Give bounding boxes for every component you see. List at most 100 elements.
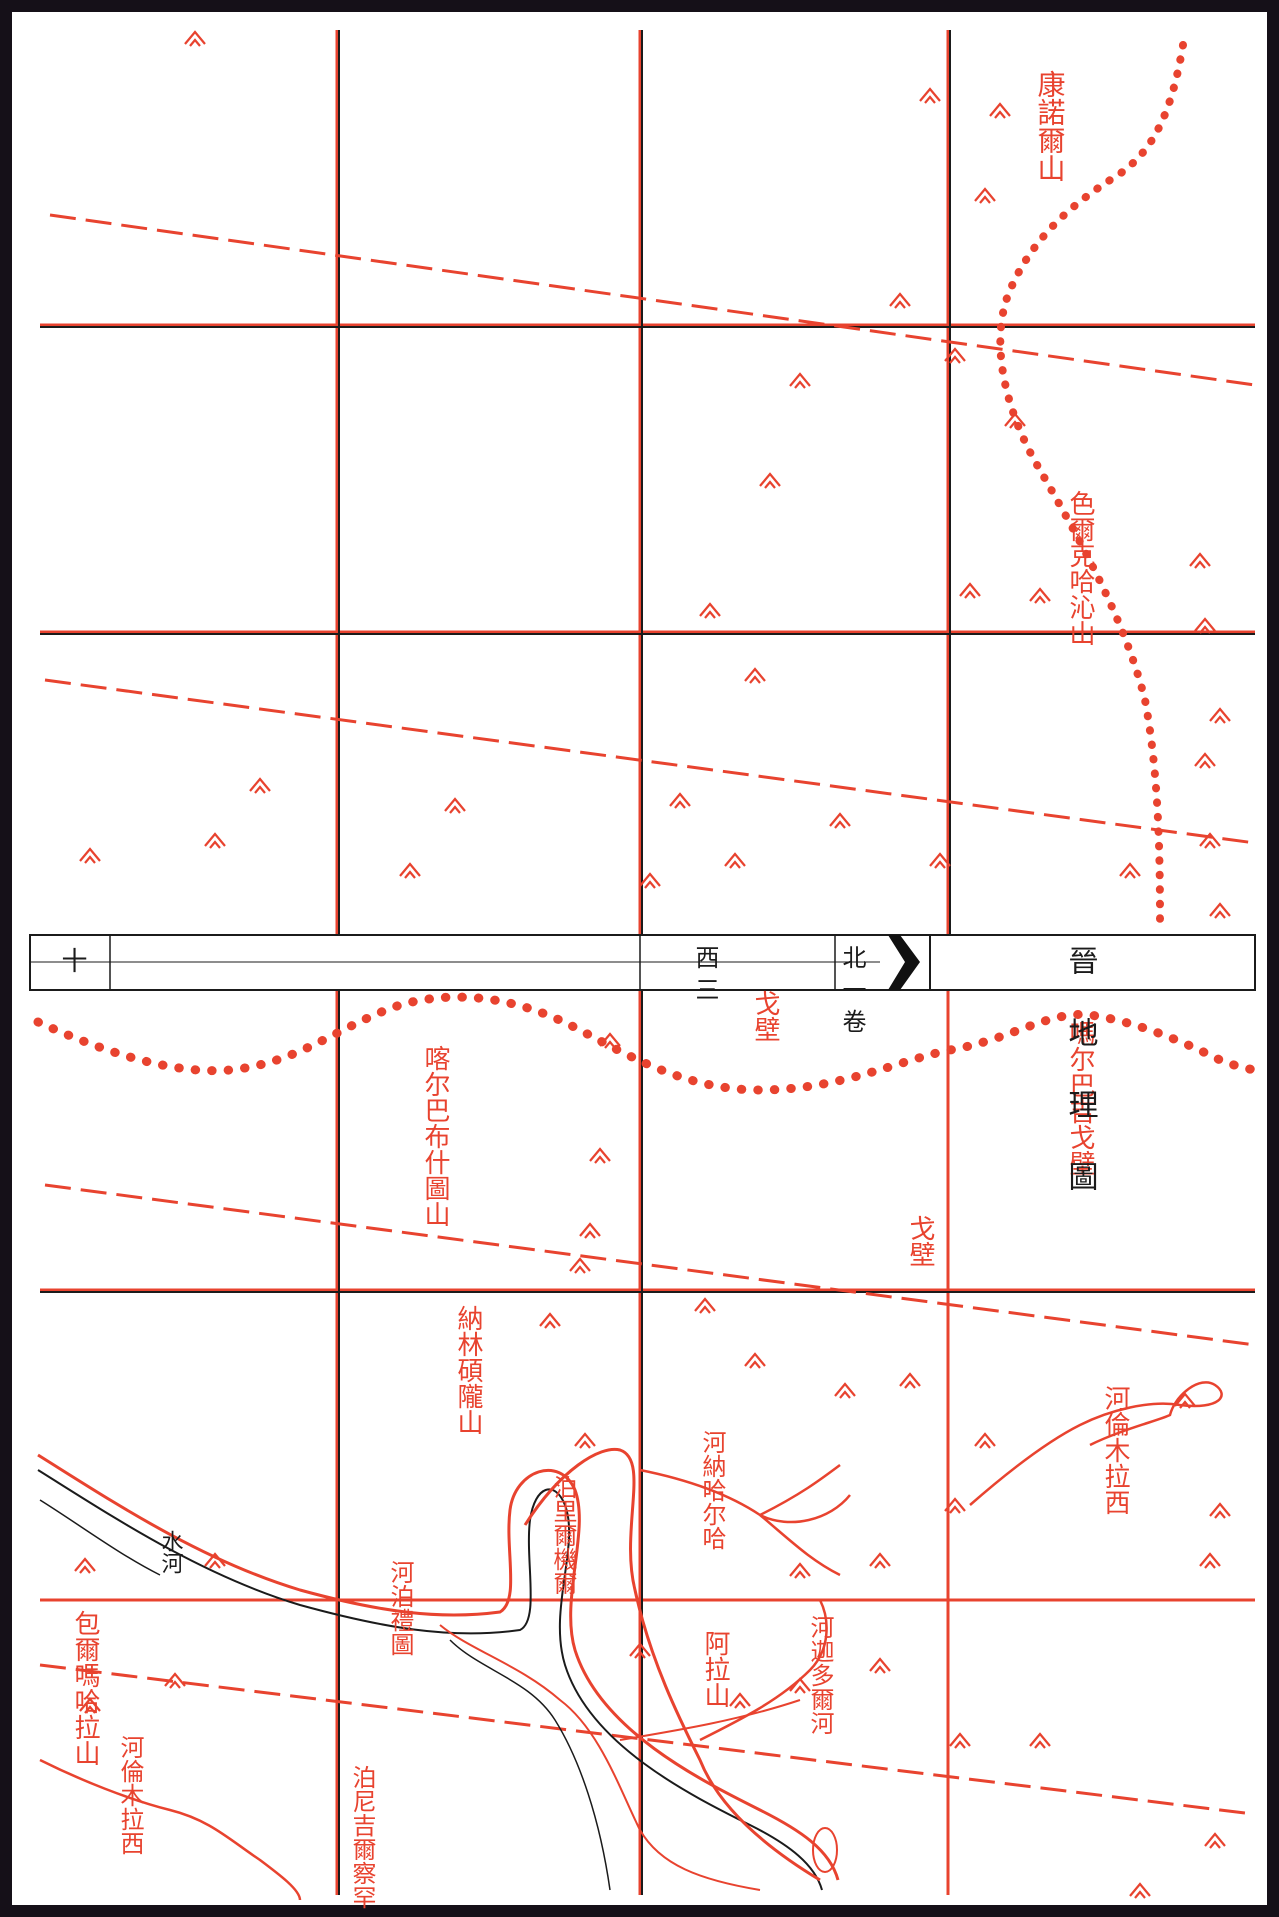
- mountain-mark-icon: [79, 1697, 101, 1714]
- mountain-mark-icon: [699, 602, 721, 619]
- mountain-mark-icon: [204, 1552, 226, 1569]
- mountain-mark-icon: [1189, 552, 1211, 569]
- label-bolitu-river: 河泊禮圖: [386, 1560, 414, 1656]
- river-tributary: [639, 1463, 851, 1577]
- boundary-dashed: [44, 1183, 1256, 1347]
- mountain-mark-icon: [1174, 1392, 1196, 1409]
- title-banner: [29, 934, 1256, 991]
- mountain-mark-icon: [1199, 1552, 1221, 1569]
- label-lunmu-river-bottom: 河倫木拉西: [116, 1735, 144, 1855]
- mountain-mark-icon: [574, 1432, 596, 1449]
- mountain-mark-icon: [1194, 752, 1216, 769]
- mountain-mark-icon: [744, 1352, 766, 1369]
- mountain-mark-icon: [1129, 1882, 1151, 1899]
- label-jiduo-river: 河迦多爾河: [806, 1615, 834, 1735]
- rivers: [37, 1381, 1223, 1901]
- banner-sheet: 西三: [691, 945, 719, 1009]
- map-labels: 康諾爾山 色爾克哈沁山 嗎尔巴吉戈壁 戈壁 喀尔巴布什圖山 戈壁 納林碩隴山 河…: [70, 70, 1130, 1909]
- mountain-mark-icon: [1209, 1502, 1231, 1519]
- mountain-mark-icon: [789, 1677, 811, 1694]
- river-branch: [449, 1639, 611, 1891]
- label-nali-hasi-river: 河納哈尔哈: [698, 1430, 726, 1550]
- grid-upper-black-overlay: [40, 30, 1255, 935]
- mountain-mark-icon: [919, 87, 941, 104]
- mountain-mark-icon: [889, 292, 911, 309]
- river-branch: [523, 1447, 821, 1882]
- river-branch: [439, 1624, 761, 1891]
- mountain-mark-icon: [789, 1562, 811, 1579]
- mountain-mark-icon: [1029, 1732, 1051, 1749]
- mountain-mark-icon: [729, 1692, 751, 1709]
- mountain-mark-icon: [724, 852, 746, 869]
- label-boerjie-lake: 泊尼吉爾察罕: [348, 1765, 376, 1909]
- banner-volume: 北一卷: [838, 945, 866, 1041]
- mountain-mark-icon: [639, 872, 661, 889]
- river-branch: [619, 1699, 801, 1741]
- mountain-mark-icon: [974, 187, 996, 204]
- mountain-mark-icon: [829, 812, 851, 829]
- mountain-marks: [74, 30, 1231, 1899]
- mountain-mark-icon: [539, 1312, 561, 1329]
- river-tributary: [39, 1758, 302, 1901]
- mountain-mark-icon: [869, 1657, 891, 1674]
- mountain-mark-icon: [184, 30, 206, 47]
- label-gobi-left: 戈壁: [750, 990, 780, 1042]
- label-ala-mountain: 阿拉山: [700, 1630, 730, 1708]
- mountain-mark-icon: [164, 1672, 186, 1689]
- mountain-mark-icon: [399, 862, 421, 879]
- mountain-mark-icon: [694, 1297, 716, 1314]
- river-tributary: [699, 1599, 828, 1742]
- mountain-mark-icon: [899, 1372, 921, 1389]
- mountain-mark-icon: [669, 792, 691, 809]
- lake-bolu: [812, 1827, 838, 1873]
- banner-page-number: 十: [57, 947, 87, 973]
- boundary-dashed: [49, 213, 1256, 387]
- dashed-boundaries: [39, 213, 1256, 1815]
- river-tributary: [969, 1381, 1223, 1506]
- mountain-mark-icon: [444, 797, 466, 814]
- mountain-mark-icon: [974, 1432, 996, 1449]
- mountain-mark-icon: [744, 667, 766, 684]
- label-river-water-black: 水河: [158, 1530, 184, 1574]
- mountain-mark-icon: [589, 1147, 611, 1164]
- mountain-mark-icon: [869, 1552, 891, 1569]
- river-stream: [39, 1499, 161, 1576]
- mountain-mark-icon: [79, 847, 101, 864]
- mountain-mark-icon: [949, 1732, 971, 1749]
- mountain-mark-icon: [569, 1257, 591, 1274]
- mountain-mark-icon: [74, 1557, 96, 1574]
- mountain-mark-icon: [599, 1032, 621, 1049]
- mountain-mark-icon: [929, 852, 951, 869]
- mountain-mark-icon: [1194, 617, 1216, 634]
- mountain-mark-icon: [944, 347, 966, 364]
- mountain-mark-icon: [759, 472, 781, 489]
- label-buha-gobi: 嗎尔巴吉戈壁: [1065, 1020, 1095, 1176]
- label-gobi-middle: 戈壁: [905, 1215, 935, 1267]
- mountain-mark-icon: [249, 777, 271, 794]
- label-nalin-shuolong-mountain: 納林碩隴山: [453, 1305, 483, 1435]
- mountain-mark-icon: [1004, 412, 1026, 429]
- mountain-mark-icon: [944, 1497, 966, 1514]
- main-river-bank: [37, 1469, 823, 1891]
- label-kaer-hebutu-mountain: 喀尔巴布什圖山: [420, 1045, 450, 1227]
- mountain-mark-icon: [789, 372, 811, 389]
- mountain-mark-icon: [1119, 862, 1141, 879]
- label-seke-hasi-mountain: 色爾克哈沁山: [1065, 490, 1095, 646]
- boundary-dashed: [39, 1663, 1246, 1815]
- mountain-mark-icon: [204, 832, 226, 849]
- main-river-bank: [37, 1453, 840, 1881]
- label-kangzhu-mountain: 康諾爾山: [1034, 70, 1067, 182]
- mountain-mark-icon: [989, 102, 1011, 119]
- mountain-mark-icon: [629, 1642, 651, 1659]
- label-bolu-lake: 泊里爾機爾: [549, 1475, 577, 1595]
- grid-lower: [40, 990, 1255, 1895]
- banner-title: 晉地理圖: [1063, 945, 1099, 1233]
- label-bao-wuxiang-mountain: 包爾嗎哈拉山: [70, 1610, 100, 1766]
- mountain-mark-icon: [1199, 832, 1221, 849]
- boundary-dashed: [44, 678, 1256, 845]
- mountain-mark-icon: [1029, 587, 1051, 604]
- mountain-mark-icon: [1209, 707, 1231, 724]
- chevron-right-icon: [888, 935, 920, 990]
- mountain-mark-icon: [834, 1382, 856, 1399]
